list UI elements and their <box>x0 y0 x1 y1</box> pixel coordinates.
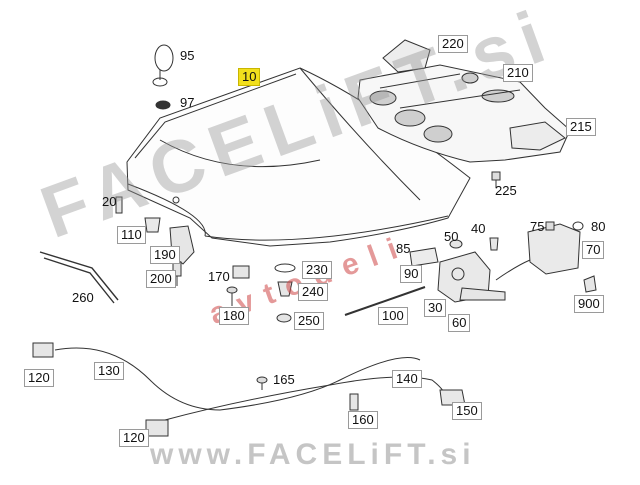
callout-75: 75 <box>530 219 545 234</box>
callout-110: 110 <box>117 226 146 244</box>
callout-80: 80 <box>591 219 606 234</box>
callout-30: 30 <box>424 299 447 317</box>
callout-160: 160 <box>348 411 378 429</box>
actuator-70 <box>527 223 581 275</box>
seal-strip-260 <box>39 251 119 304</box>
bolt-180 <box>226 286 238 306</box>
callout-97: 97 <box>180 95 195 110</box>
callout-120-top: 120 <box>24 369 54 387</box>
clip-80 <box>572 221 584 231</box>
guide-160 <box>349 393 359 411</box>
washer-50 <box>449 239 463 249</box>
bolt-40 <box>489 237 499 251</box>
stud-20 <box>115 196 123 214</box>
cap-95 <box>152 44 174 87</box>
callout-220: 220 <box>438 35 468 53</box>
handle-120-top <box>32 342 54 358</box>
bracket-170 <box>232 265 250 279</box>
ring-230 <box>274 263 296 273</box>
callout-130: 130 <box>94 362 124 380</box>
bracket-220 <box>382 39 431 73</box>
callout-60: 60 <box>448 314 471 332</box>
callout-210: 210 <box>503 64 533 82</box>
callout-10: 10 <box>238 68 261 86</box>
callout-165: 165 <box>273 372 295 387</box>
watermark-footer-url: www.FACELiFT.si <box>150 438 476 471</box>
callout-900: 900 <box>574 295 604 313</box>
cable-link <box>495 259 531 281</box>
callout-225: 225 <box>495 183 517 198</box>
callout-190: 190 <box>150 246 180 264</box>
callout-85: 85 <box>396 241 411 256</box>
bracket-90 <box>409 247 439 267</box>
callout-200: 200 <box>146 270 176 288</box>
callout-50: 50 <box>444 229 459 244</box>
callout-250: 250 <box>294 312 324 330</box>
rod-100 <box>344 286 426 316</box>
bolt-75 <box>545 221 555 231</box>
callout-40: 40 <box>471 221 486 236</box>
clip-225 <box>491 171 501 188</box>
callout-215: 215 <box>566 118 596 136</box>
callout-90: 90 <box>400 265 423 283</box>
nut-250 <box>276 313 292 323</box>
callout-120-bottom: 120 <box>119 429 149 447</box>
buffer-110 <box>144 217 161 233</box>
callout-20: 20 <box>102 194 117 209</box>
lock-assembly-30 <box>437 251 506 303</box>
callout-230: 230 <box>302 261 332 279</box>
callout-140: 140 <box>392 370 422 388</box>
callout-180: 180 <box>219 307 249 325</box>
callout-70: 70 <box>582 241 605 259</box>
callout-150: 150 <box>452 402 482 420</box>
stop-240 <box>277 281 293 297</box>
hood-panel <box>126 67 471 247</box>
grommet-97 <box>155 100 171 110</box>
callout-260: 260 <box>72 290 94 305</box>
clip-900 <box>583 275 597 293</box>
pad-215 <box>509 121 566 151</box>
callout-95: 95 <box>180 48 195 63</box>
clip-165 <box>256 376 268 390</box>
cable-140 <box>164 376 449 421</box>
callout-240: 240 <box>298 283 328 301</box>
handle-120-bottom <box>145 419 169 437</box>
cable-130 <box>54 347 421 411</box>
callout-100: 100 <box>378 307 408 325</box>
callout-170: 170 <box>208 269 230 284</box>
